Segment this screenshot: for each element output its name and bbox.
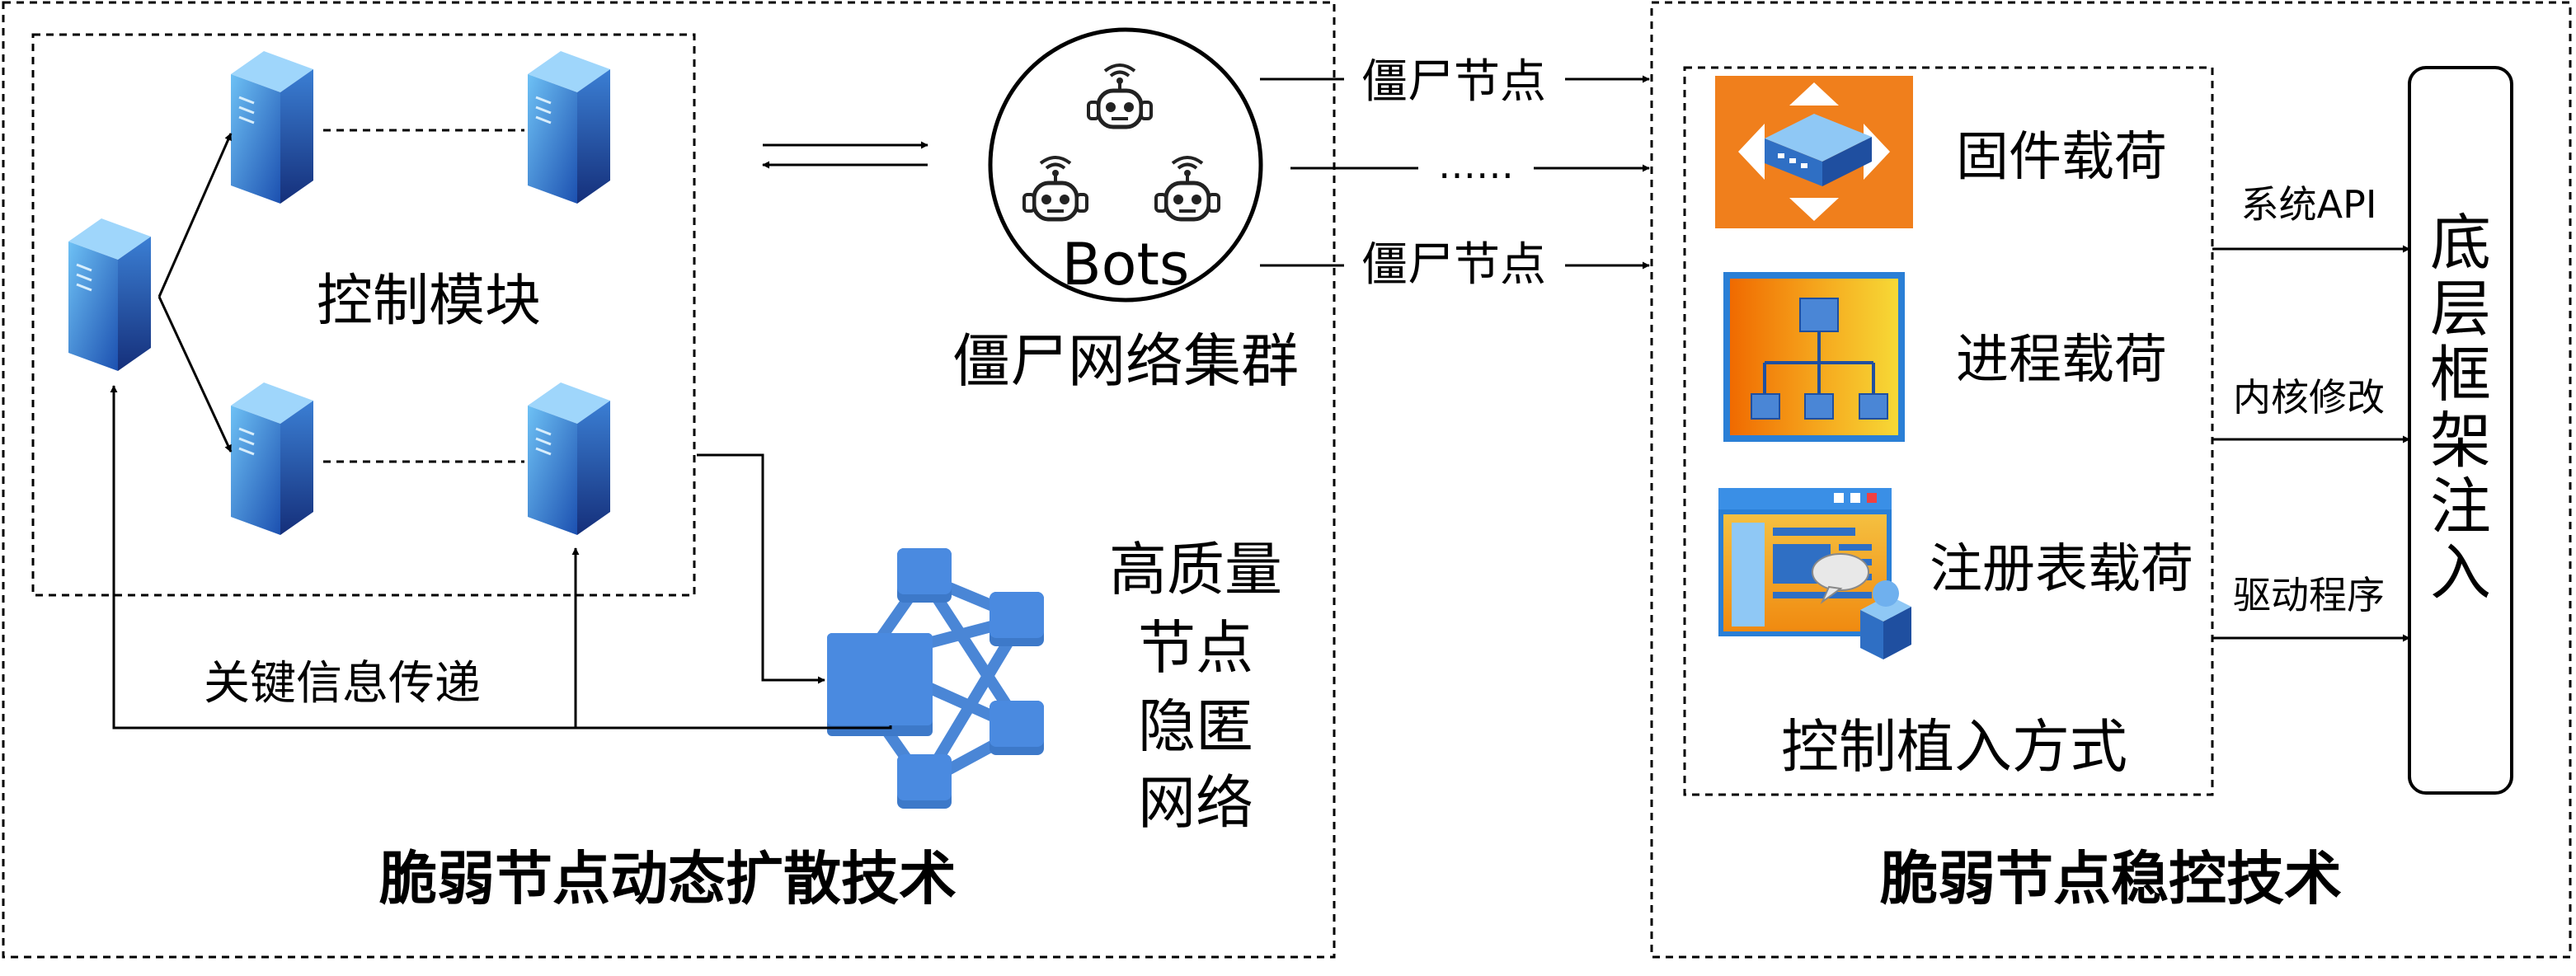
implant-methods-label: 控制植入方式: [1781, 713, 2127, 781]
left-panel-title: 脆弱节点动态扩散技术: [379, 845, 957, 913]
fanout-arrow: [157, 296, 233, 453]
network-hub-icon: [827, 548, 1044, 809]
server-icon: [67, 217, 153, 373]
bots-label: Bots: [1062, 231, 1190, 298]
target-char-5: 注: [2430, 472, 2491, 542]
target-char-1: 底: [2430, 208, 2491, 279]
connector-middle-label: ……: [1438, 143, 1514, 187]
process-chart-icon: [1723, 272, 1905, 442]
arrow-label-kernel: 内核修改: [2233, 375, 2385, 420]
target-char-4: 架: [2430, 406, 2491, 476]
hidden-network-line-2: 节点: [1138, 614, 1253, 682]
bots-circle: [988, 27, 1263, 303]
server-icon: [229, 49, 315, 205]
firmware-icon: [1715, 76, 1913, 228]
payload-registry-label: 注册表载荷: [1930, 539, 2193, 600]
server-icon: [526, 381, 612, 537]
arrow-label-api: 系统API: [2241, 182, 2377, 227]
payload-process-label: 进程载荷: [1956, 330, 2167, 391]
hidden-network-line-3: 隐匿: [1138, 692, 1253, 760]
framework-injection-box: [2408, 66, 2513, 795]
left-panel-frame: [2, 1, 1336, 959]
registry-window-icon: [1718, 488, 1911, 659]
right-panel-title: 脆弱节点稳控技术: [1880, 845, 2342, 913]
info-transfer-label: 关键信息传递: [204, 657, 481, 711]
connector-top-label: 僵尸节点: [1361, 55, 1546, 109]
hidden-network-line-4: 网络: [1138, 769, 1253, 837]
payload-firmware-label: 固件载荷: [1956, 127, 2167, 188]
target-char-6: 入: [2430, 537, 2491, 608]
target-char-2: 层: [2430, 274, 2491, 345]
connector-label-bg: [1418, 148, 1534, 181]
server-icon: [526, 49, 612, 205]
control-module-label: 控制模块: [317, 269, 541, 334]
server-icon: [229, 381, 315, 537]
info-transfer-line: [110, 385, 892, 730]
connector-label-bg: [1344, 232, 1565, 295]
arrow-label-driver: 驱动程序: [2233, 573, 2385, 617]
control-module-frame: [31, 33, 696, 597]
connector-bottom-label: 僵尸节点: [1361, 238, 1546, 292]
module-to-network-arrow: [697, 453, 825, 684]
fanout-arrow: [157, 133, 233, 298]
botnet-cluster-label: 僵尸网络集群: [952, 327, 1299, 395]
implant-methods-frame: [1683, 66, 2214, 796]
target-char-3: 框: [2430, 340, 2491, 411]
hidden-network-line-1: 高质量: [1109, 536, 1282, 603]
connector-label-bg: [1344, 46, 1565, 109]
